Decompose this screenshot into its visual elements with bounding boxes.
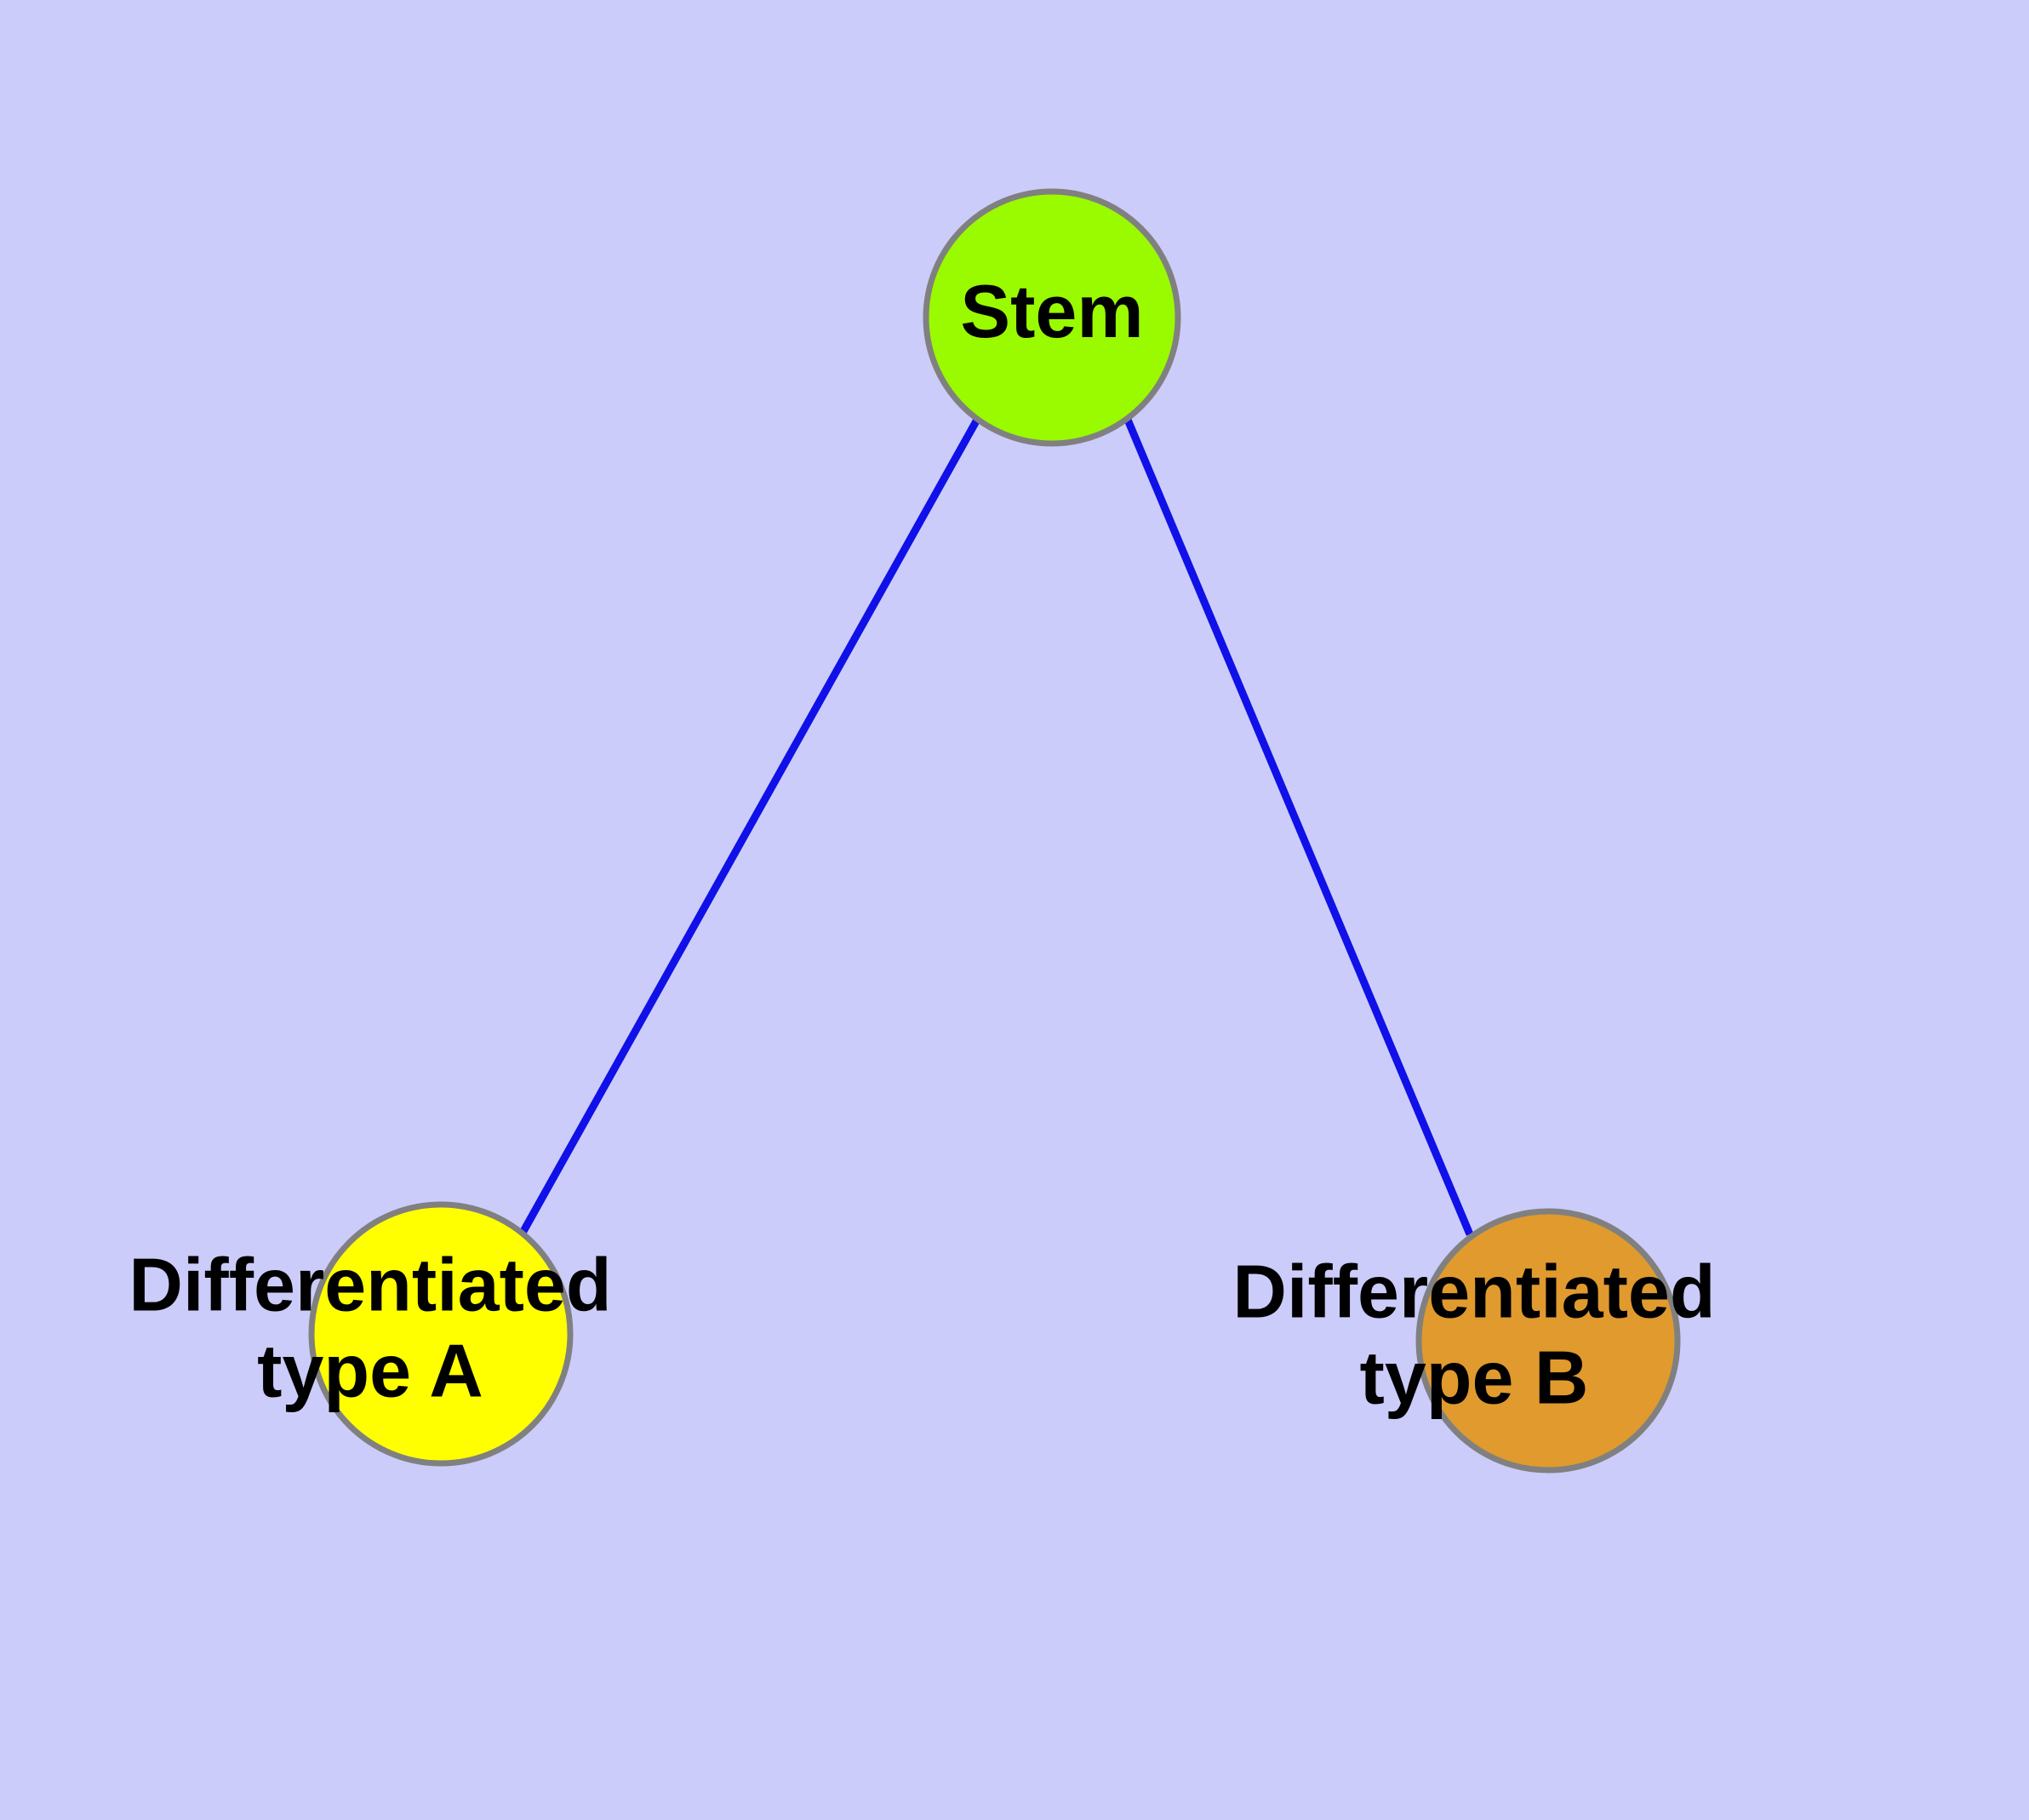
node-label-stem: Stem <box>960 269 1143 353</box>
graph-edge-stem-to-diff-a <box>518 417 980 1237</box>
node-circle-diff-b[interactable] <box>1415 1208 1681 1474</box>
graph-node-stem[interactable]: Stem <box>923 188 1181 447</box>
edges-layer <box>518 417 1474 1237</box>
graph-edge-stem-to-diff-b <box>1123 418 1474 1236</box>
node-label-line: Stem <box>960 269 1143 353</box>
node-label-line: type B <box>1360 1336 1589 1420</box>
node-circle-stem[interactable] <box>923 188 1181 447</box>
node-label-line: Differentiated <box>129 1243 611 1327</box>
node-circle-diff-a[interactable] <box>308 1201 574 1467</box>
node-label-line: Differentiated <box>1232 1250 1715 1334</box>
node-label-line: type A <box>257 1329 483 1413</box>
